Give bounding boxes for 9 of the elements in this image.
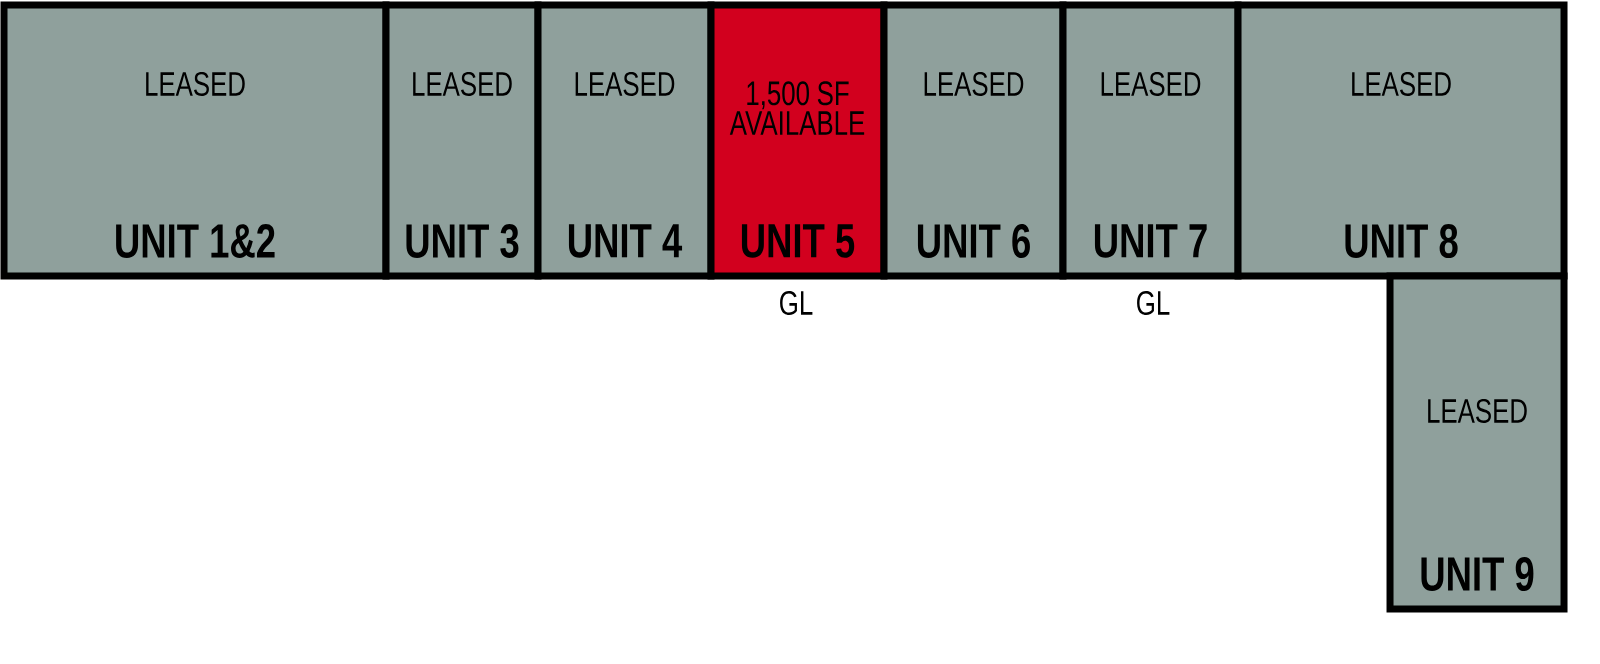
- unit-box: LEASED UNIT 4: [534, 1, 715, 280]
- unit-box: LEASED UNIT 7: [1059, 1, 1242, 280]
- unit-box: 1,500 SF AVAILABLE UNIT 5: [707, 1, 888, 280]
- unit-box: LEASED UNIT 6: [880, 1, 1067, 280]
- grade-level-label: GL: [780, 290, 813, 316]
- grade-level-label: GL: [1137, 290, 1170, 316]
- unit-box: LEASED UNIT 3: [382, 1, 542, 280]
- unit-box: LEASED UNIT 9: [1386, 272, 1568, 613]
- unit-box: LEASED UNIT 8: [1234, 1, 1568, 280]
